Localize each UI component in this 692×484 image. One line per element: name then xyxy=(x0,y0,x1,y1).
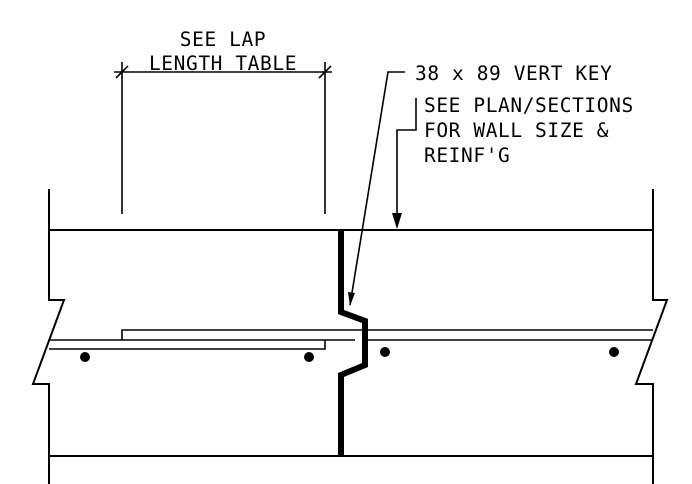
rebar-dot-4 xyxy=(609,347,619,357)
wall-note-line1: SEE PLAN/SECTIONS xyxy=(424,94,634,117)
rebar-dot-2 xyxy=(304,352,314,362)
dimension-tick-right xyxy=(318,65,332,79)
rebar-dot-3 xyxy=(380,347,390,357)
break-line-right xyxy=(634,189,669,484)
key-callout-text: 38 x 89 VERT KEY xyxy=(415,62,612,85)
lap-label-line1: SEE LAP xyxy=(180,28,266,51)
key-leader-arrowhead xyxy=(348,292,355,306)
wall-note-line2: FOR WALL SIZE & xyxy=(424,119,609,142)
key-callout: 38 x 89 VERT KEY xyxy=(348,62,612,306)
lap-label-line2: LENGTH TABLE xyxy=(149,52,297,75)
break-line-left xyxy=(31,189,66,484)
dimension-tick-left xyxy=(115,65,129,79)
wall-note-leader-line xyxy=(396,98,417,227)
rebar-left-lap-bottom xyxy=(49,340,326,350)
vertical-key-joint xyxy=(338,230,368,456)
lap-length-dimension: SEE LAP LENGTH TABLE xyxy=(114,28,332,214)
rebar-right-lap-top xyxy=(121,329,653,340)
key-leader-line xyxy=(349,71,405,306)
rebar-dot-1 xyxy=(80,352,90,362)
wall-note-callout: SEE PLAN/SECTIONS FOR WALL SIZE & REINF'… xyxy=(392,94,634,229)
wall-section xyxy=(31,189,669,484)
wall-note-arrowhead xyxy=(392,213,402,229)
wall-note-line3: REINF'G xyxy=(424,144,510,167)
reinforcement xyxy=(49,329,653,362)
